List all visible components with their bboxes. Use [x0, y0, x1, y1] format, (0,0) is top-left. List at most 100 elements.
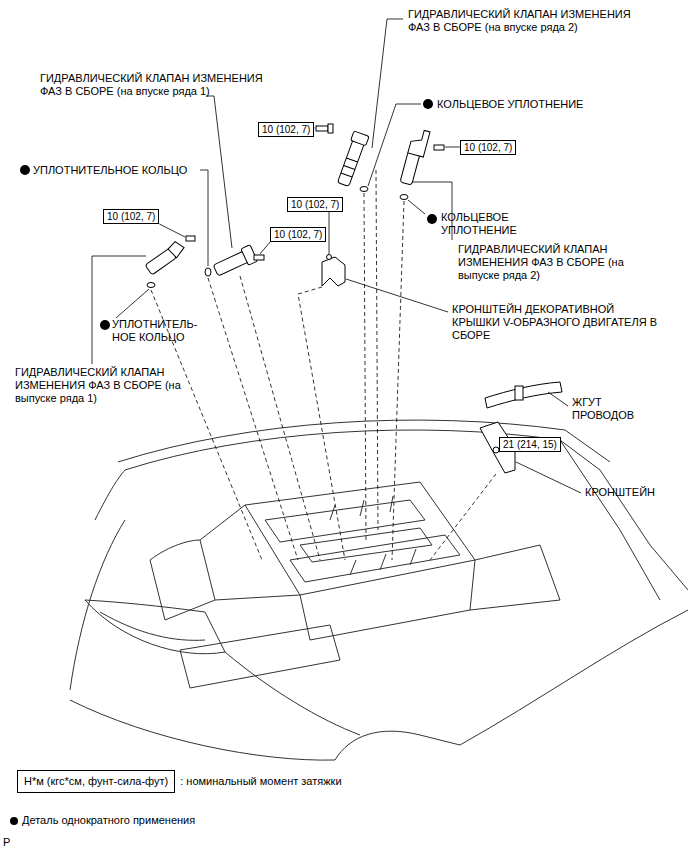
- engine-head: [290, 535, 460, 582]
- part-label: УПЛОТНИТЕЛЬ- НОЕ КОЛЬЦО: [112, 318, 207, 344]
- leader-line: [368, 104, 421, 186]
- torque-box: 10 (102, 7): [460, 140, 516, 155]
- leader-line: [516, 462, 581, 493]
- part-label: КРОНШТЕЙН: [585, 486, 680, 499]
- wheel-arch: [335, 731, 460, 760]
- valve-detail: [341, 158, 358, 177]
- line-art: [336, 131, 370, 187]
- part-label: КОЛЬЦЕВОЕ УПЛОТНЕНИЕ: [437, 98, 677, 111]
- assembly-line: [364, 193, 366, 540]
- leader-line: [329, 212, 330, 254]
- torque-box: 21 (214, 15): [499, 437, 561, 452]
- part-label: УПЛОТНИТЕЛЬНОЕ КОЛЬЦО: [33, 164, 208, 177]
- part-label: ГИДРАВЛИЧЕСКИЙ КЛАПАН ИЗМЕНЕНИЯ ФАЗ В СБ…: [40, 72, 278, 98]
- torque-box: 10 (102, 7): [103, 209, 159, 224]
- leader-line: [408, 200, 425, 214]
- assembly-line: [240, 276, 320, 560]
- cowl: [560, 440, 660, 600]
- legend-row: Деталь однократного применения: [10, 814, 195, 827]
- hood-outline: [125, 430, 600, 470]
- leader-line: [346, 279, 448, 312]
- o-ring: [360, 187, 368, 192]
- line-art: [144, 124, 562, 473]
- part-label: ЖГУТ ПРОВОДОВ: [572, 396, 662, 422]
- single-use-dot: [100, 320, 110, 330]
- assembly-line: [298, 287, 345, 560]
- cover-bracket: [322, 257, 345, 286]
- torque-box: Н*м (кгс*см, фунт-сила-фут): [17, 770, 175, 793]
- harness-clamp: [515, 386, 523, 400]
- torque-value: 10 (102, 7): [291, 198, 339, 211]
- line-art: [70, 420, 688, 760]
- part-label: КРОНШТЕЙН ДЕКОРАТИВНОЙ КРЫШКИ V-ОБРАЗНОГ…: [452, 303, 657, 342]
- legend-dot: [10, 817, 18, 825]
- engine-detail: [330, 496, 393, 520]
- fender: [70, 520, 125, 690]
- torque-value: 10 (102, 7): [262, 123, 310, 136]
- bolt: [327, 255, 332, 260]
- torque-box: 10 (102, 7): [258, 122, 314, 137]
- torque-box: 10 (102, 7): [270, 227, 326, 242]
- engine-head: [265, 500, 425, 542]
- single-use-dot: [427, 214, 437, 224]
- leader-line: [445, 147, 460, 148]
- valve-body: [337, 137, 365, 186]
- engine-block: [245, 482, 475, 595]
- single-use-dot: [20, 165, 30, 175]
- single-use-dot: [423, 99, 433, 109]
- bumper: [225, 652, 360, 735]
- radiator: [180, 625, 340, 688]
- intake-plenum: [300, 528, 432, 562]
- part-label: : номинальный момент затяжки: [180, 775, 480, 788]
- bumper: [70, 700, 335, 760]
- assembly-line: [376, 170, 378, 530]
- part-label: ГИДРАВЛИЧЕСКИЙ КЛАПАН ИЗМЕНЕНИЯ ФАЗ В СБ…: [458, 243, 640, 282]
- bay-edge: [95, 470, 125, 520]
- o-ring: [400, 195, 408, 200]
- torque-box: 10 (102, 7): [287, 197, 343, 212]
- bolt-head: [328, 124, 333, 133]
- torque-value: 10 (102, 7): [464, 141, 512, 154]
- part-label: ГИДРАВЛИЧЕСКИЙ КЛАПАН ИЗМЕНЕНИЯ ФАЗ В СБ…: [15, 366, 215, 405]
- bolt: [434, 145, 444, 150]
- leader-line: [200, 170, 208, 266]
- hood-outline: [118, 420, 610, 462]
- assembly-line: [430, 474, 496, 560]
- leader-line: [260, 242, 270, 254]
- leader-line: [92, 256, 146, 364]
- line-art: [144, 239, 186, 275]
- engine-detail: [300, 560, 475, 640]
- leader-line: [116, 289, 149, 318]
- o-ring: [205, 268, 211, 276]
- assembly-line: [392, 201, 404, 560]
- fender: [460, 610, 688, 745]
- line-art: [212, 245, 258, 279]
- assembly-line: [151, 290, 262, 560]
- part-label: КОЛЬЦЕВОЕ УПЛОТНЕНИЕ: [441, 211, 541, 237]
- valve-connector: [351, 131, 369, 146]
- bolt: [186, 236, 195, 241]
- bolt: [316, 126, 328, 131]
- torque-value: 10 (102, 7): [274, 228, 322, 241]
- valve-connector: [408, 128, 430, 157]
- figure-code: P: [3, 836, 23, 849]
- torque-value: 10 (102, 7): [107, 210, 155, 223]
- wire-harness: [485, 382, 562, 408]
- leader-line: [206, 96, 232, 248]
- part-label: ГИДРАВЛИЧЕСКИЙ КЛАПАН ИЗМЕНЕНИЯ ФАЗ В СБ…: [408, 8, 648, 34]
- torque-value: Н*м (кгс*см, фунт-сила-фут): [24, 775, 168, 788]
- engine-detail: [470, 545, 560, 610]
- headlight: [100, 612, 205, 640]
- assembly-line: [208, 278, 298, 560]
- legend-text: Деталь однократного применения: [22, 814, 195, 826]
- bolt: [254, 255, 264, 260]
- line-art: [400, 128, 430, 186]
- valve-body: [400, 151, 420, 185]
- leader-line: [159, 224, 185, 237]
- engine-detail: [350, 549, 416, 575]
- engine-detail: [150, 540, 215, 620]
